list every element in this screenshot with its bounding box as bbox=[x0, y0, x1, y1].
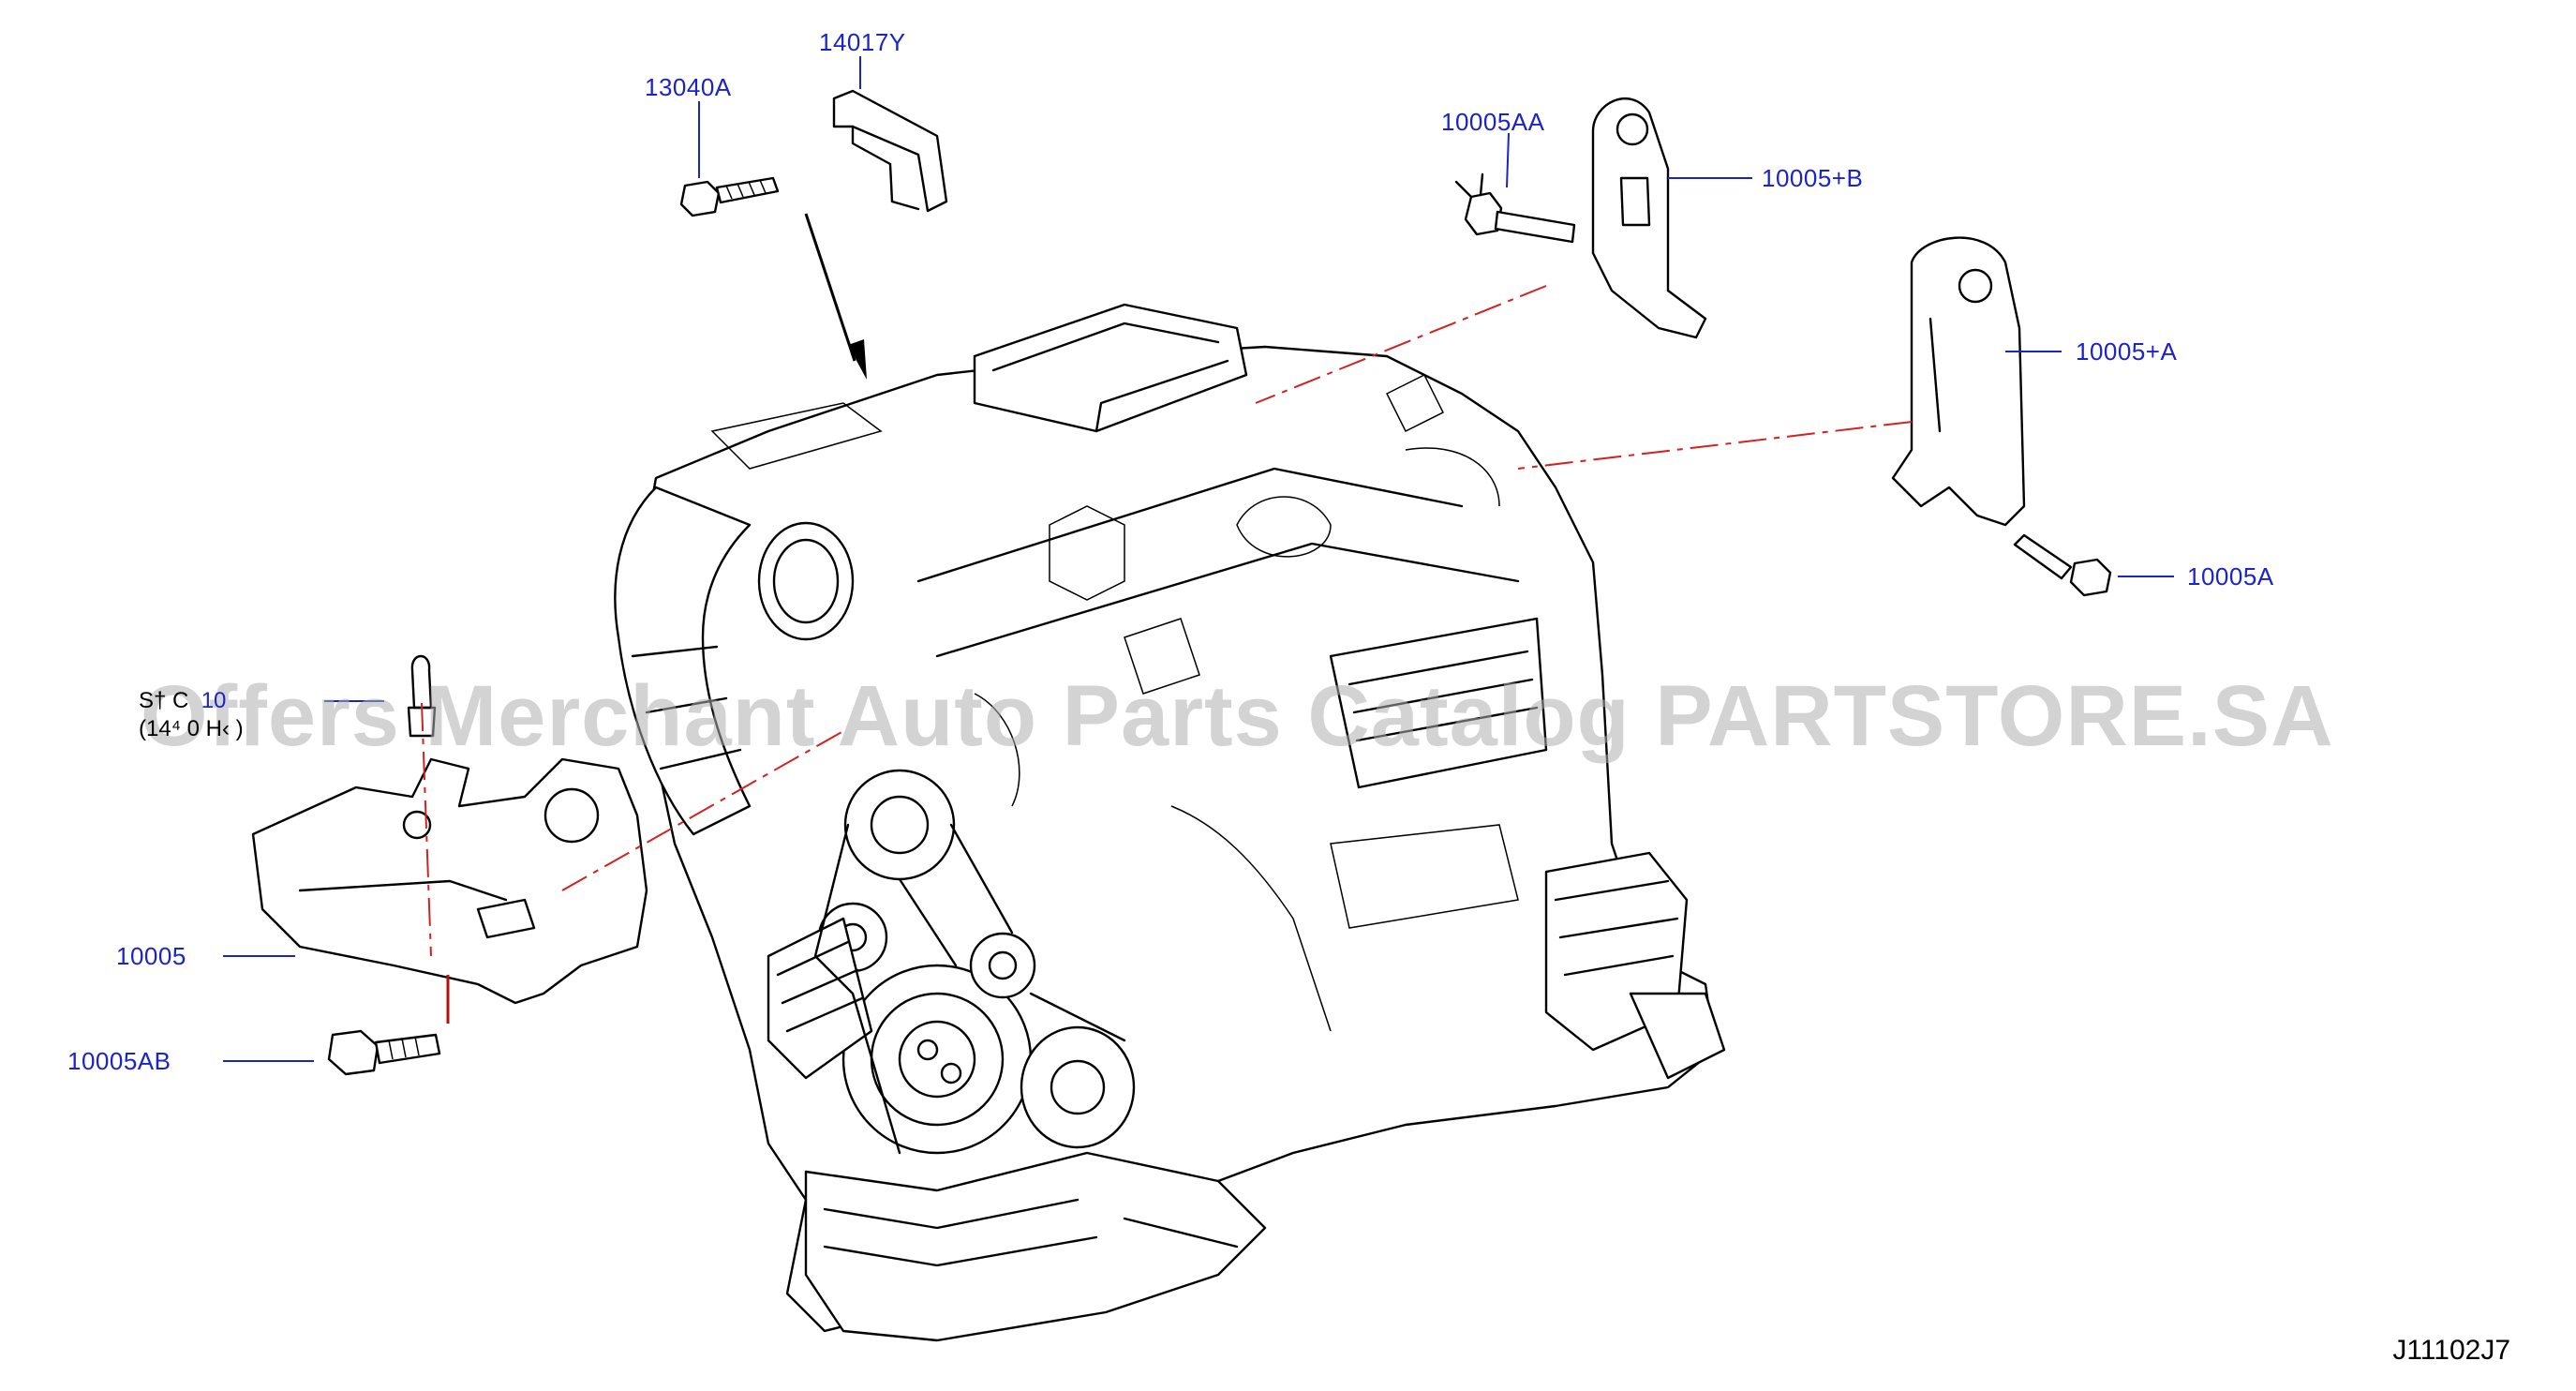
bracket-icon bbox=[832, 89, 948, 213]
callout-10005AB[interactable]: 10005AB bbox=[67, 1047, 171, 1075]
callout-10005AA[interactable]: 10005AA bbox=[1441, 108, 1545, 136]
callout-10005A[interactable]: 10005A bbox=[2187, 562, 2274, 591]
obscured-note-callout[interactable]: 10 bbox=[201, 688, 227, 713]
callout-14017Y[interactable]: 14017Y bbox=[819, 28, 906, 56]
leader-lines bbox=[223, 56, 2174, 1062]
bracket-icon bbox=[1891, 236, 2026, 527]
bolt-icon bbox=[679, 176, 780, 217]
bracket-icon bbox=[251, 757, 648, 1005]
center-lines bbox=[421, 285, 1913, 1024]
figure-code: J11102J7 bbox=[2392, 1335, 2510, 1366]
callout-10005-plus-B[interactable]: 10005+B bbox=[1762, 164, 1864, 192]
bracket-icon bbox=[1591, 97, 1707, 339]
stud-icon bbox=[407, 654, 437, 738]
callout-10005[interactable]: 10005 bbox=[116, 942, 186, 970]
stud-icon bbox=[1454, 172, 1576, 244]
bolt-icon bbox=[2013, 533, 2112, 597]
obscured-note-line1: S† C bbox=[139, 688, 189, 713]
callout-13040A[interactable]: 13040A bbox=[645, 73, 732, 101]
direction-arrow bbox=[804, 213, 867, 380]
bolt-icon bbox=[327, 1029, 441, 1076]
obscured-note: S† C 10 (14⁴ 0 H‹ ) bbox=[139, 687, 244, 743]
callout-10005-plus-A[interactable]: 10005+A bbox=[2076, 337, 2178, 366]
engine-assembly-icon bbox=[614, 303, 1726, 1342]
obscured-note-line2: (14⁴ 0 H‹ ) bbox=[139, 716, 244, 741]
